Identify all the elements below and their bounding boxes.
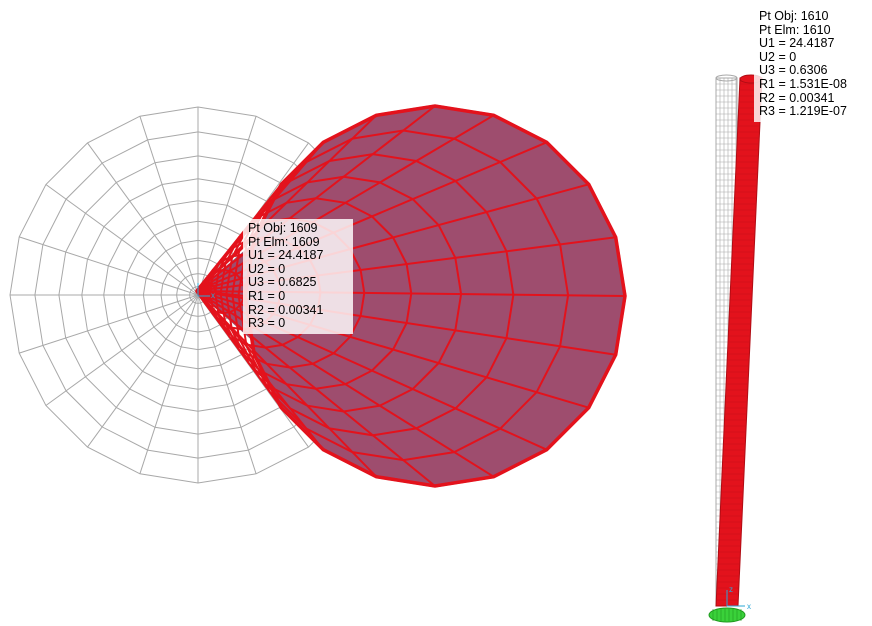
deformed-spoke bbox=[195, 141, 325, 292]
deformed-spoke bbox=[195, 105, 436, 292]
tooltip-line-r3: R3 = 1.219E-07 bbox=[759, 104, 847, 119]
undeformed-spoke bbox=[19, 294, 199, 354]
axis-x-label: x bbox=[747, 602, 751, 611]
tooltip-line-r3: R3 = 0 bbox=[248, 316, 286, 331]
undeformed-spoke bbox=[87, 142, 199, 296]
undeformed-spoke bbox=[139, 116, 199, 296]
tooltip-line-r1: R1 = 1.531E-08 bbox=[759, 76, 847, 91]
undeformed-spoke bbox=[139, 294, 199, 474]
deformed-spoke bbox=[195, 290, 256, 356]
point-info-tooltip-1609: Pt Obj: 1609 Pt Elm: 1609 U1 = 24.4187 U… bbox=[243, 219, 353, 334]
deformed-mesh-plan-view bbox=[195, 104, 627, 488]
local-axes-marker-plan: x bbox=[197, 283, 215, 300]
deformed-spoke bbox=[195, 114, 377, 292]
base-support bbox=[708, 607, 746, 623]
tooltip-line-pt-obj: Pt Obj: 1610 bbox=[759, 9, 829, 23]
tooltip-line-u2: U2 = 0 bbox=[759, 49, 797, 64]
deformed-spoke bbox=[195, 290, 436, 487]
deformed-spoke bbox=[195, 290, 283, 409]
point-info-tooltip-1610: Pt Obj: 1610 Pt Elm: 1610 U1 = 24.4187 U… bbox=[754, 7, 852, 122]
tooltip-line-u3: U3 = 0.6825 bbox=[248, 275, 317, 290]
tooltip-line-r2: R2 = 0.00341 bbox=[248, 302, 324, 317]
undeformed-spoke bbox=[45, 184, 199, 296]
deformed-spoke bbox=[195, 290, 325, 451]
axis-x-label: x bbox=[211, 291, 215, 300]
undeformed-spoke bbox=[45, 294, 199, 406]
tooltip-line-u3: U3 = 0.6306 bbox=[759, 63, 828, 78]
deformed-spoke bbox=[195, 290, 378, 478]
tooltip-line-u1: U1 = 24.4187 bbox=[248, 248, 324, 263]
tooltip-line-pt-elm: Pt Elm: 1610 bbox=[759, 22, 831, 37]
undeformed-spoke bbox=[19, 236, 199, 296]
axis-z-label: z bbox=[729, 585, 733, 594]
tooltip-line-pt-obj: Pt Obj: 1609 bbox=[248, 221, 318, 235]
tooltip-line-r2: R2 = 0.00341 bbox=[759, 90, 835, 105]
tooltip-line-u2: U2 = 0 bbox=[248, 261, 286, 276]
undeformed-spoke bbox=[197, 294, 257, 474]
undeformed-column-top bbox=[715, 74, 738, 82]
undeformed-spoke bbox=[197, 116, 257, 296]
tooltip-line-pt-elm: Pt Elm: 1609 bbox=[248, 234, 320, 249]
tooltip-line-u1: U1 = 24.4187 bbox=[759, 36, 835, 51]
undeformed-spoke bbox=[87, 294, 199, 448]
elevation-view: zx bbox=[708, 74, 763, 623]
deformed-spoke bbox=[195, 290, 246, 297]
tooltip-line-r1: R1 = 0 bbox=[248, 288, 286, 303]
